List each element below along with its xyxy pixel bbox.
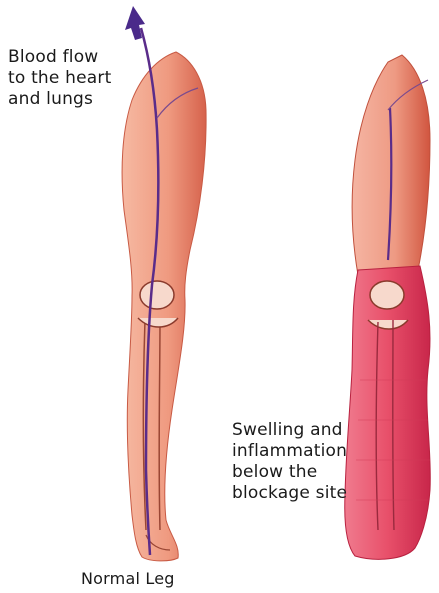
normal-leg-caption: Normal Leg xyxy=(81,568,175,589)
swollen-lower-skin xyxy=(345,266,431,559)
swelling-line: blockage site xyxy=(232,483,347,504)
swollen-leg xyxy=(345,55,431,559)
blood-flow-line: Blood flow xyxy=(8,47,111,68)
swelling-line: inflammation xyxy=(232,441,347,462)
swelling-line: Swelling and xyxy=(232,420,347,441)
blood-flow-line: to the heart xyxy=(8,68,111,89)
swollen-kneecap xyxy=(370,281,404,309)
swelling-label: Swelling and inflammation below the bloc… xyxy=(232,420,347,504)
blood-flow-label: Blood flow to the heart and lungs xyxy=(8,47,111,110)
normal-leg xyxy=(122,6,206,561)
blood-flow-line: and lungs xyxy=(8,89,111,110)
normal-kneecap xyxy=(140,281,174,309)
swelling-line: below the xyxy=(232,462,347,483)
